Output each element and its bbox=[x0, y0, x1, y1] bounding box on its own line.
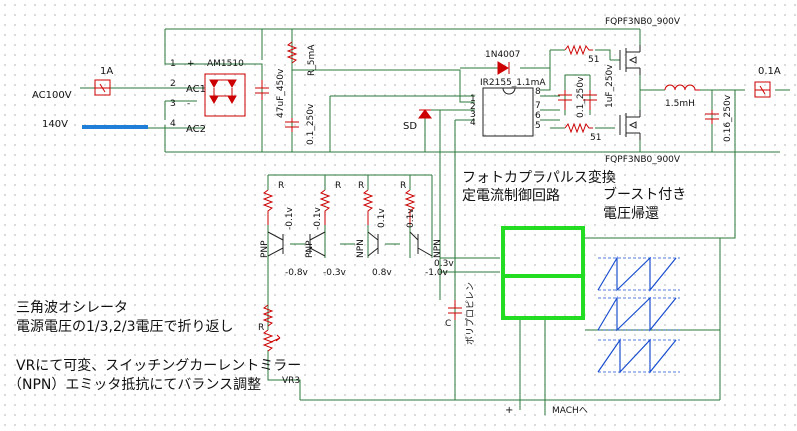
label-dr-pin6: 6 bbox=[535, 111, 541, 121]
label-res-bias: R_5mA bbox=[307, 44, 317, 76]
label-ac-source: AC100V bbox=[32, 90, 72, 101]
label-e2: -0.3v bbox=[323, 268, 347, 278]
label-driver: IR2155_1.1mA bbox=[480, 78, 546, 88]
label-r51a: 51 bbox=[588, 55, 599, 65]
diode-1n4007 bbox=[497, 61, 510, 75]
label-mosfet-hi: FQPF3NB0_900V bbox=[605, 17, 681, 27]
label-e3: 0.8v bbox=[372, 268, 392, 278]
label-fuse-in: 1A bbox=[100, 66, 113, 77]
label-dr-pin8: 8 bbox=[535, 87, 541, 97]
label-ac1: AC1 bbox=[186, 84, 206, 95]
label-dr-pin7: 7 bbox=[535, 101, 541, 111]
label-vr: VR3 bbox=[282, 376, 300, 386]
label-r1: R bbox=[278, 181, 284, 191]
label-pnp1: PNP bbox=[260, 240, 270, 258]
annotation-photo2: 定電流制御回路 bbox=[462, 188, 560, 204]
annotation-vr1: VRにて可変、スイッチングカーレントミラー bbox=[16, 357, 301, 374]
label-r4: R bbox=[400, 181, 406, 191]
vr3 bbox=[262, 329, 281, 352]
dc-input-bar bbox=[82, 125, 148, 129]
label-cap-bulk2: 0.1_250v bbox=[306, 103, 316, 145]
label-r3: R bbox=[358, 181, 364, 191]
label-npn2: NPN bbox=[433, 239, 443, 258]
label-r51b: 51 bbox=[590, 133, 601, 143]
capacitor-bulk2 bbox=[285, 118, 299, 132]
label-pin1: 1 bbox=[170, 59, 176, 69]
label-dr-pin5: 5 bbox=[535, 121, 541, 131]
label-plus-bottom: + bbox=[505, 405, 513, 416]
annotation-tri1: 三角波オシレータ bbox=[16, 300, 128, 316]
annotation-boost2: 電圧帰還 bbox=[603, 205, 659, 222]
label-dr-pin4: 4 bbox=[470, 118, 476, 128]
gate-resistors bbox=[564, 44, 593, 134]
label-dr-pin3: 3 bbox=[470, 110, 476, 120]
label-cap-bulk: 47uF_450v bbox=[276, 68, 286, 118]
label-inductor: 1.5mH bbox=[665, 99, 695, 109]
label-v1: -0.1v bbox=[285, 206, 295, 230]
driver-ic bbox=[482, 87, 534, 137]
label-pnp2: PNP bbox=[305, 240, 315, 258]
annotation-vr2: （NPN）エミッタ抵抗にてバランス調整 bbox=[8, 377, 261, 393]
fuse-out bbox=[754, 81, 771, 98]
label-plus: + bbox=[187, 59, 195, 69]
label-cout: 0.16_250v bbox=[723, 94, 733, 142]
label-v3: 0.1v bbox=[377, 208, 387, 228]
label-r2: R bbox=[335, 181, 341, 191]
capacitor-bulk bbox=[255, 80, 269, 100]
label-cboot: 0.1_250v bbox=[576, 76, 586, 118]
label-sd: SD bbox=[403, 121, 417, 132]
label-diode: 1N4007 bbox=[485, 50, 520, 60]
bootstrap-caps bbox=[558, 90, 597, 110]
label-minus: - bbox=[187, 99, 190, 109]
label-npn1: NPN bbox=[356, 239, 366, 258]
label-v2: -0.1v bbox=[313, 206, 323, 230]
label-e1: -0.8v bbox=[285, 268, 309, 278]
label-fuse-out: 0.1A bbox=[758, 66, 781, 77]
inductor bbox=[664, 84, 700, 91]
mosfet-high bbox=[619, 45, 641, 75]
label-bridge: AM1510 bbox=[207, 59, 244, 69]
label-pin4: 4 bbox=[170, 119, 176, 129]
control-block bbox=[501, 226, 585, 320]
annotations: フォトカプラパルス変換 定電流制御回路 ブースト付き 電圧帰還 三角波オシレータ… bbox=[8, 169, 686, 393]
annotation-photo1: フォトカプラパルス変換 bbox=[462, 169, 616, 186]
wires bbox=[80, 28, 790, 415]
annotation-tri2: 電源電圧の1/3,2/3電圧で折り返し bbox=[16, 319, 234, 335]
transistors bbox=[267, 231, 433, 257]
label-e4: -1.0v bbox=[425, 268, 449, 278]
label-mach: MACHへ bbox=[552, 406, 588, 416]
transistor-resistors bbox=[262, 189, 416, 327]
label-pin3: 3 bbox=[170, 99, 176, 109]
sd-diode bbox=[418, 109, 432, 119]
label-mosfet-lo: FQPF3NB0_900V bbox=[605, 155, 681, 165]
fuse-in bbox=[94, 79, 111, 96]
label-cboot2: 1uF_250v bbox=[605, 64, 615, 108]
label-cap-tri-note: ポリプロピレン bbox=[465, 282, 476, 345]
output-cap bbox=[705, 110, 719, 124]
annotation-boost1: ブースト付き bbox=[603, 186, 686, 203]
label-dr-pin2: 2 bbox=[470, 102, 476, 112]
label-cap-tri: C bbox=[445, 319, 451, 329]
label-dc-source: 140V bbox=[42, 119, 68, 130]
label-dr-pin1: 1 bbox=[470, 94, 476, 104]
label-vnode: 0.3v bbox=[434, 259, 454, 269]
labels: 1A 0.1A AC100V 140V AM1510 1 2 3 4 + - A… bbox=[32, 17, 781, 416]
waveforms bbox=[597, 255, 680, 374]
resistor-bias bbox=[286, 41, 298, 64]
triangle-cap bbox=[448, 300, 462, 320]
mosfet-low bbox=[619, 110, 641, 140]
label-ac2: AC2 bbox=[186, 124, 206, 135]
label-pin2: 2 bbox=[170, 79, 176, 89]
bridge-rectifier bbox=[204, 73, 246, 117]
label-r5: R bbox=[258, 323, 264, 333]
label-v4: 0.1v bbox=[406, 208, 416, 228]
